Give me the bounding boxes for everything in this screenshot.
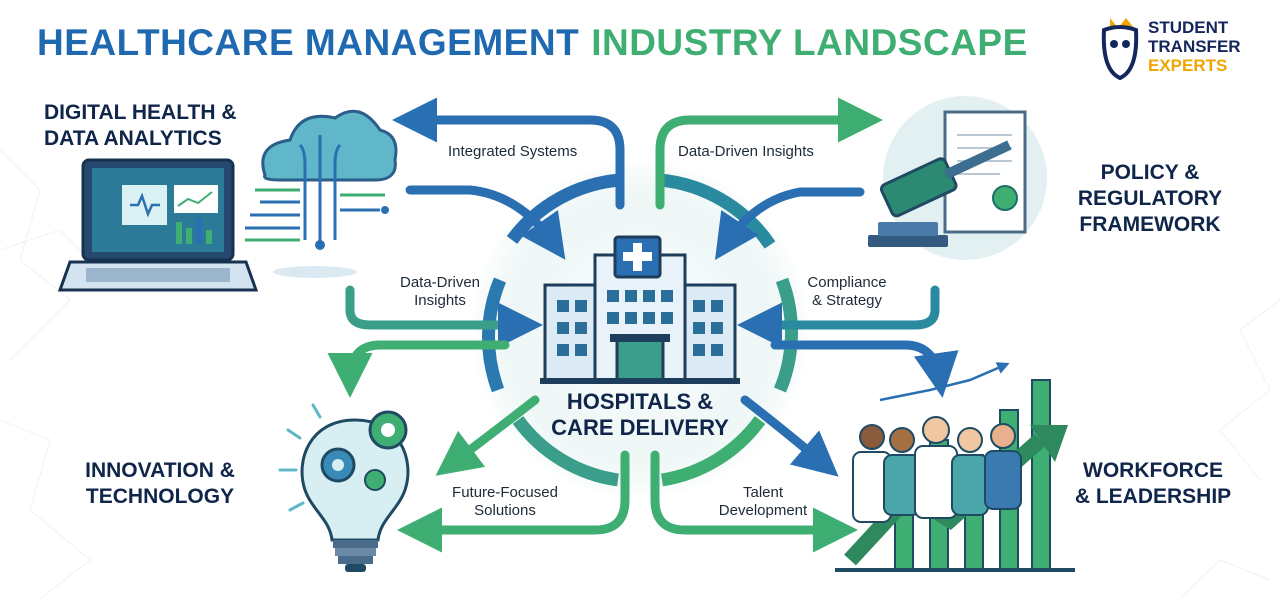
- lightbulb-gears-icon: [278, 403, 410, 572]
- arrow-right-in: [737, 285, 940, 348]
- section-innovation-line2: TECHNOLOGY: [85, 485, 235, 508]
- cloud-network-icon: [245, 109, 398, 278]
- section-workforce-line2: & LEADERSHIP: [1074, 485, 1232, 508]
- logo-line-3: EXPERTS: [1148, 56, 1228, 75]
- arrow-policy-to-hospital: [715, 187, 865, 260]
- hospital-building-icon: [540, 235, 740, 384]
- page-title: HEALTHCARE MANAGEMENT INDUSTRY LANDSCAPE: [37, 22, 1028, 64]
- arrow-integrated-systems: [392, 97, 625, 210]
- gavel-document-icon: [868, 96, 1047, 260]
- section-innovation: INNOVATION & TECHNOLOGY: [80, 458, 240, 510]
- section-policy-line1: POLICY &: [1100, 161, 1200, 184]
- arrow-data-driven-top: [655, 97, 883, 210]
- flow-label-compliance-line2: & Strategy: [811, 292, 883, 309]
- flow-label-data-driven-top: Data-Driven Insights: [678, 143, 814, 160]
- flow-label-compliance: Compliance & Strategy: [797, 274, 897, 310]
- owl-logo-icon: [1101, 18, 1139, 81]
- section-innovation-line1: INNOVATION &: [85, 459, 235, 482]
- arrow-talent-development: [650, 450, 858, 553]
- flow-label-compliance-line1: Compliance: [807, 274, 887, 291]
- section-digital-health: DIGITAL HEALTH & DATA ANALYTICS: [44, 100, 237, 152]
- logo-line-2: TRANSFER: [1148, 37, 1241, 56]
- flow-label-future-focused: Future-Focused Solutions: [440, 484, 570, 520]
- arrow-talent-up: [740, 395, 839, 477]
- center-hub-line2: CARE DELIVERY: [551, 415, 729, 440]
- flow-arrows: [327, 97, 959, 553]
- arrow-cloud-to-hospital: [405, 185, 566, 260]
- flow-label-data-driven-left-line2: Insights: [414, 292, 466, 309]
- section-workforce: WORKFORCE & LEADERSHIP: [1072, 458, 1234, 510]
- center-hub-line1: HOSPITALS &: [566, 389, 714, 414]
- section-workforce-line1: WORKFORCE: [1083, 459, 1223, 482]
- medical-team-icon: [852, 416, 1022, 523]
- section-policy: POLICY & REGULATORY FRAMEWORK: [1074, 160, 1226, 238]
- laptop-dashboard-icon: [57, 158, 259, 292]
- flow-label-data-driven-left-line1: Data-Driven: [399, 274, 481, 291]
- flow-label-future-focused-line1: Future-Focused: [452, 484, 558, 501]
- student-transfer-experts-logo: STUDENT TRANSFER EXPERTS: [1100, 16, 1260, 80]
- arrow-future-solutions: [397, 450, 630, 553]
- flow-label-talent-line2: Development: [718, 502, 808, 519]
- center-hub-label: HOSPITALS & CARE DELIVERY: [520, 389, 760, 441]
- title-part-1: HEALTHCARE MANAGEMENT: [37, 22, 580, 63]
- flow-label-data-driven-left: Data-Driven Insights: [390, 274, 490, 310]
- arrow-right-down: [770, 340, 959, 398]
- flow-label-future-focused-line2: Solutions: [474, 502, 536, 519]
- section-policy-line3: FRAMEWORK: [1079, 213, 1221, 236]
- section-policy-line2: REGULATORY: [1077, 187, 1223, 210]
- logo-line-1: STUDENT: [1148, 18, 1229, 37]
- flow-label-integrated-systems: Integrated Systems: [448, 143, 578, 160]
- arrow-left-in: [345, 285, 543, 348]
- flow-label-talent-line1: Talent: [742, 484, 784, 501]
- center-ring: [482, 173, 798, 487]
- section-digital-health-line1: DIGITAL HEALTH &: [44, 101, 237, 124]
- arrow-future-up: [435, 395, 540, 476]
- title-part-2: INDUSTRY LANDSCAPE: [591, 22, 1028, 63]
- flow-label-talent: Talent Development: [708, 484, 818, 520]
- arrow-left-down: [327, 340, 510, 398]
- section-digital-health-line2: DATA ANALYTICS: [44, 127, 222, 150]
